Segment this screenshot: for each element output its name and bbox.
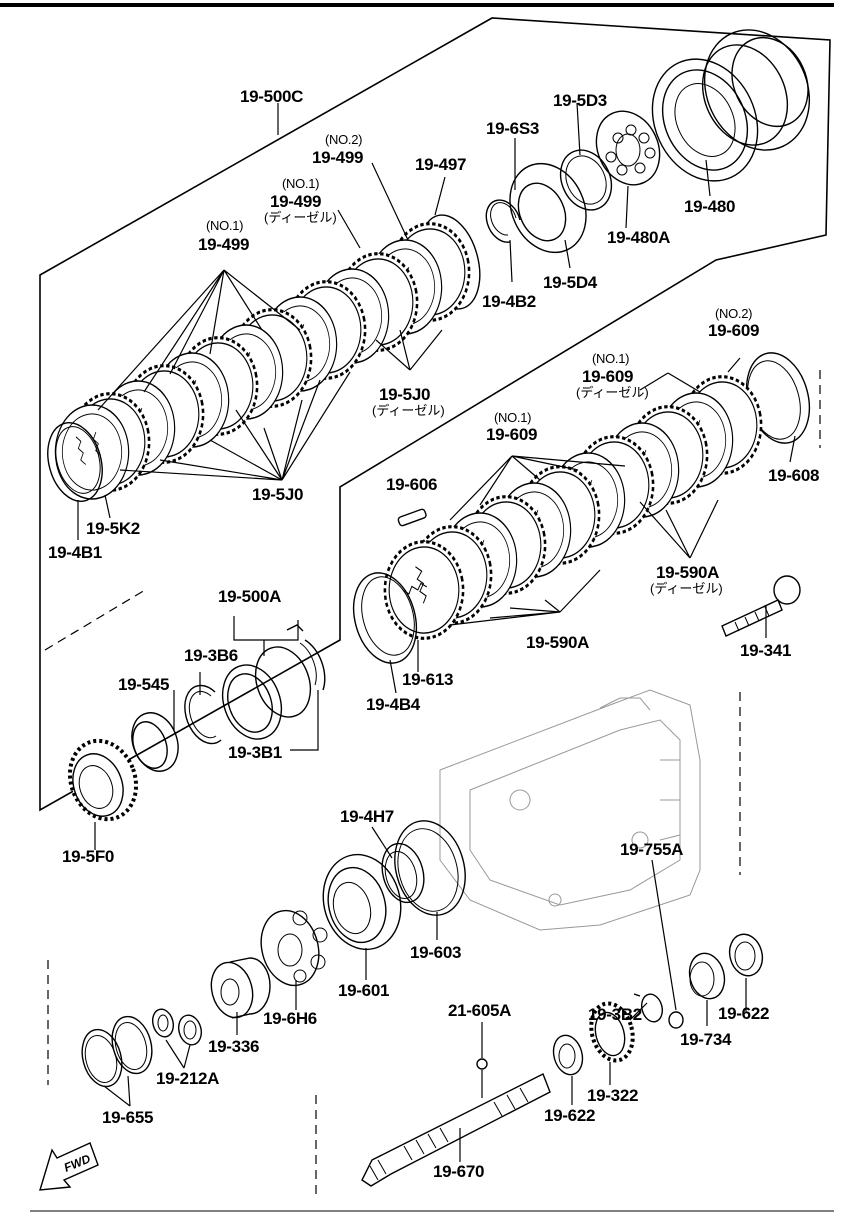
bolt-19-341 [721,575,801,637]
label-19-609-no2: 19-609 [708,321,759,340]
label-19-499-no1-tag: (NO.1) [206,218,243,233]
label-19-4b4: 19-4B4 [366,695,421,714]
label-19-4b2: 19-4B2 [482,292,536,311]
fwd-label: FWD [62,1151,93,1174]
label-19-341: 19-341 [740,641,791,660]
label-19-755a: 19-755A [620,840,683,859]
gear-19-336 [210,957,271,1019]
label-19-590a-d-sub: (ディーゼル) [650,581,723,596]
label-19-613: 19-613 [402,670,453,689]
label-19-608: 19-608 [768,466,819,485]
shaft-19-670 [361,1073,551,1187]
label-19-3b1: 19-3B1 [228,743,282,762]
label-19-499-no1: 19-499 [198,235,249,254]
drum-19-601 [322,853,402,951]
group-frame-19-500c [39,17,831,812]
washer-19-622-left [552,1034,584,1076]
drum-19-480 [651,29,811,182]
snap-ring-19-3b1 [286,624,326,691]
label-19-5f0: 19-5F0 [62,847,114,866]
label-19-5j0-d-sub: (ディーゼル) [372,403,445,418]
label-19-499-no1d: 19-499 [270,192,321,211]
label-19-609-no1-tag: (NO.1) [494,410,531,425]
label-19-5k2: 19-5K2 [86,519,140,538]
label-19-609-no1d: 19-609 [582,367,633,386]
bearing-19-545 [131,712,179,772]
gear-19-322 [589,1001,635,1063]
label-19-500a: 19-500A [218,587,281,606]
label-19-5j0: 19-5J0 [252,485,303,504]
washer-19-622-right [728,933,764,977]
label-19-6s3: 19-6S3 [486,119,539,138]
fwd-arrow-icon: FWD [39,1142,99,1191]
label-19-622-right: 19-622 [718,1004,769,1023]
label-19-3b6: 19-3B6 [184,646,238,665]
group-frame-19-500a [44,589,146,651]
label-19-5j0-d: 19-5J0 [379,385,430,404]
label-19-734: 19-734 [680,1030,732,1049]
label-19-609-no2-tag: (NO.2) [715,306,752,321]
label-19-500c: 19-500C [240,87,303,106]
snap-ring-19-3b2 [633,993,664,1023]
label-19-497: 19-497 [415,155,466,174]
label-19-3b2: 19-3B2 [588,1005,642,1024]
spring-retainer-19-480a [595,110,661,186]
label-19-499-no1d-sub: (ディーゼル) [264,210,337,225]
label-19-322: 19-322 [587,1086,638,1105]
label-19-499-no2-tag: (NO.2) [325,132,362,147]
clutch-pack-19-499 [46,211,481,511]
callout-labels: 19-500C (NO.2) 19-499 (NO.1) 19-499 (ディー… [48,87,819,1181]
one-way-clutch-19-500a [221,646,312,740]
snap-ring-19-603 [394,820,466,916]
label-19-480: 19-480 [684,197,735,216]
label-19-499-no1d-tag: (NO.1) [282,176,319,191]
snap-ring-19-3b6 [184,684,222,745]
label-19-5d3: 19-5D3 [553,91,607,110]
label-19-603: 19-603 [410,943,461,962]
seals-19-655 [81,1015,153,1088]
ball-21-605a [476,1058,488,1070]
label-19-609-no1d-sub: (ディーゼル) [576,385,649,400]
label-19-606: 19-606 [386,475,437,494]
label-19-4h7: 19-4H7 [340,807,394,826]
label-19-670: 19-670 [433,1162,484,1181]
leader-lines [77,102,796,1162]
label-19-655: 19-655 [102,1108,153,1127]
collar-19-734 [688,952,726,1000]
label-19-545: 19-545 [118,675,169,694]
ball-19-755a [668,1011,684,1029]
top-border [0,3,834,7]
label-19-4b1: 19-4B1 [48,543,102,562]
label-19-212a: 19-212A [156,1069,219,1088]
seal-19-4h7 [381,842,425,904]
label-19-609-no1d-tag: (NO.1) [592,351,629,366]
snap-ring-19-5d3 [559,149,613,211]
pin-19-606 [397,508,427,527]
gear-19-5f0 [67,738,139,822]
label-19-5d4: 19-5D4 [543,273,598,292]
label-19-499-no2: 19-499 [312,148,363,167]
label-19-601: 19-601 [338,981,389,1000]
snap-ring-19-4b2 [485,199,521,243]
transmission-case-outline [439,689,701,931]
label-19-480a: 19-480A [607,228,670,247]
label-19-6h6: 19-6H6 [263,1009,317,1028]
snap-ring-19-4b4 [352,572,418,664]
label-19-336: 19-336 [208,1037,259,1056]
label-21-605a: 21-605A [448,1001,511,1020]
snap-ring-19-4b1 [47,422,103,502]
label-19-590a-d: 19-590A [656,563,719,582]
seal-plate-19-6s3 [509,162,587,254]
label-19-590a: 19-590A [526,633,589,652]
washers-19-212a [151,1008,203,1046]
label-19-609-no1: 19-609 [486,425,537,444]
planetary-carrier-19-6h6 [260,909,328,987]
label-19-622-left: 19-622 [544,1106,595,1125]
